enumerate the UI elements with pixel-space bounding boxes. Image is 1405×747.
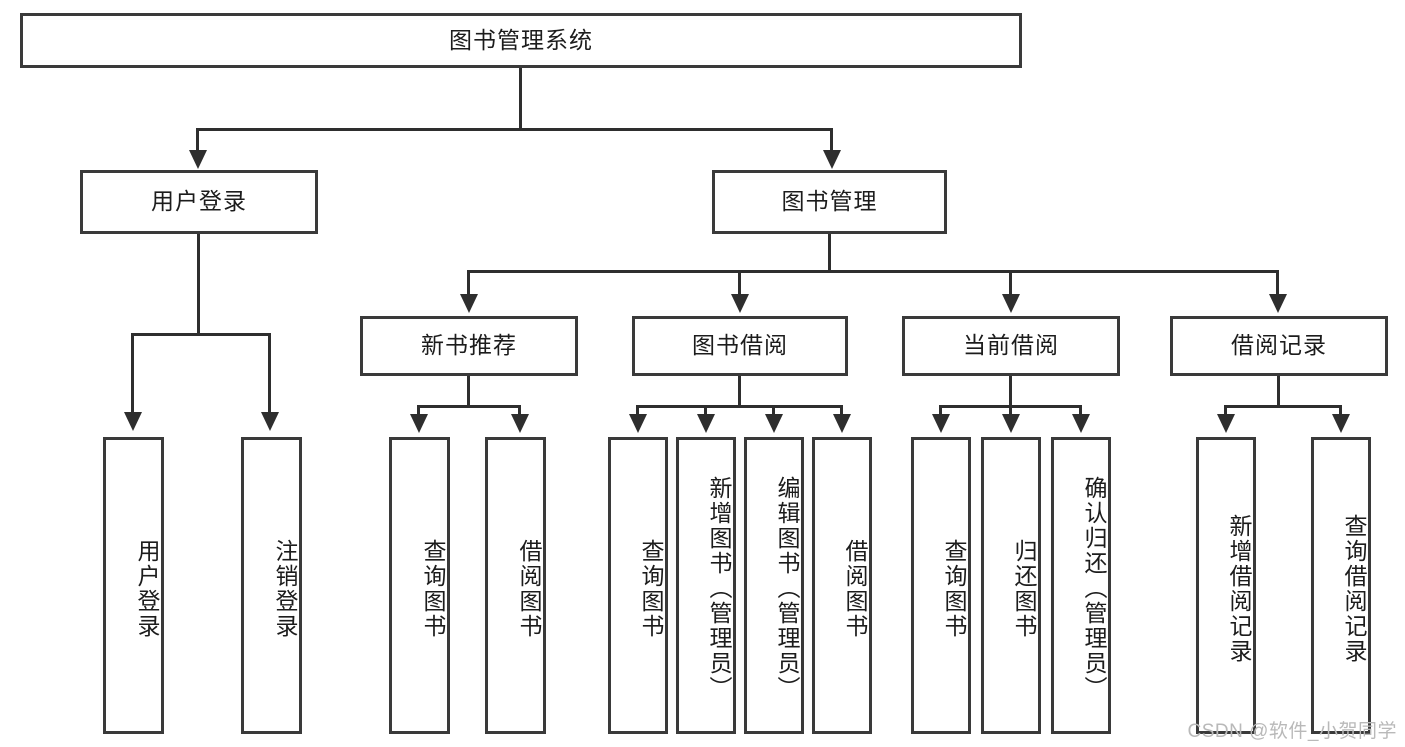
connector-bookmanage-to-borrowrecord (1276, 270, 1279, 298)
arrow-currentborrow-leaf1 (932, 414, 950, 433)
arrow-currentborrow-leaf3 (1072, 414, 1090, 433)
leaf-current-return-book-label: 归还图书 (1011, 538, 1037, 639)
connector-currentborrow-stem (1009, 376, 1012, 407)
watermark: CSDN @软件_小贺同学 (1187, 721, 1397, 742)
connector-bookmanage-bus (467, 270, 1279, 273)
leaf-record-query-borrow-record-label: 查询借阅记录 (1341, 513, 1367, 664)
arrow-borrowrecord-leaf2 (1332, 414, 1350, 433)
connector-borrowrecord-leaf1 (1224, 405, 1227, 417)
connector-currentborrow-leaf2 (1009, 405, 1012, 417)
connector-bookborrow-leaf2 (704, 405, 707, 417)
arrow-bookborrow-leaf3 (765, 414, 783, 433)
arrow-bookmanage-to-bookborrow (731, 294, 749, 313)
leaf-current-return-book[interactable]: 归还图书 (981, 437, 1041, 734)
arrow-newbook-leaf2 (511, 414, 529, 433)
leaf-logout-login[interactable]: 注销登录 (241, 437, 302, 734)
node-book-borrow[interactable]: 图书借阅 (632, 316, 848, 376)
leaf-record-query-borrow-record[interactable]: 查询借阅记录 (1311, 437, 1371, 734)
connector-currentborrow-leaf3 (1079, 405, 1082, 417)
leaf-borrow-add-book-admin[interactable]: 新增图书（管理员） (676, 437, 736, 734)
connector-userlogin-stem (197, 234, 200, 335)
node-borrow-record-label: 借阅记录 (1231, 332, 1327, 359)
connector-bookborrow-leaf4 (840, 405, 843, 417)
leaf-user-login-label: 用户登录 (134, 538, 160, 639)
connector-newbook-bus (417, 405, 521, 408)
connector-bookborrow-leaf1 (636, 405, 639, 417)
connector-borrowrecord-stem (1277, 376, 1280, 407)
connector-root-to-bookmanage (830, 128, 833, 154)
leaf-rec-borrow-book[interactable]: 借阅图书 (485, 437, 546, 734)
leaf-rec-query-book[interactable]: 查询图书 (389, 437, 450, 734)
arrow-bookborrow-leaf2 (697, 414, 715, 433)
connector-userlogin-leaf2 (268, 333, 271, 415)
connector-bookborrow-leaf3 (772, 405, 775, 417)
leaf-logout-login-label: 注销登录 (272, 538, 298, 639)
arrow-bookmanage-to-currentborrow (1002, 294, 1020, 313)
node-user-login[interactable]: 用户登录 (80, 170, 318, 234)
arrow-currentborrow-leaf2 (1002, 414, 1020, 433)
leaf-borrow-add-book-admin-label: 新增图书（管理员） (706, 476, 732, 701)
arrow-bookborrow-leaf4 (833, 414, 851, 433)
node-book-manage[interactable]: 图书管理 (712, 170, 947, 234)
leaf-borrow-query-book[interactable]: 查询图书 (608, 437, 668, 734)
node-root-system-label: 图书管理系统 (449, 26, 593, 53)
leaf-borrow-edit-book-admin[interactable]: 编辑图书（管理员） (744, 437, 804, 734)
arrow-userlogin-leaf2 (261, 412, 279, 431)
arrow-newbook-leaf1 (410, 414, 428, 433)
connector-root-bus (196, 128, 833, 131)
leaf-borrow-query-book-label: 查询图书 (638, 538, 664, 639)
node-current-borrow[interactable]: 当前借阅 (902, 316, 1120, 376)
leaf-current-confirm-return-admin-label: 确认归还（管理员） (1081, 476, 1107, 701)
node-current-borrow-label: 当前借阅 (963, 332, 1059, 359)
leaf-rec-query-book-label: 查询图书 (420, 538, 446, 639)
connector-borrowrecord-leaf2 (1339, 405, 1342, 417)
arrow-root-to-bookmanage (823, 150, 841, 169)
node-new-book-recommend-label: 新书推荐 (421, 332, 517, 359)
connector-bookmanage-stem (828, 234, 831, 272)
leaf-user-login[interactable]: 用户登录 (103, 437, 164, 734)
connector-bookmanage-to-bookborrow (738, 270, 741, 298)
leaf-current-query-book[interactable]: 查询图书 (911, 437, 971, 734)
connector-userlogin-bus (131, 333, 270, 336)
connector-userlogin-leaf1 (131, 333, 134, 415)
leaf-current-query-book-label: 查询图书 (941, 538, 967, 639)
node-book-manage-label: 图书管理 (781, 188, 878, 215)
leaf-rec-borrow-book-label: 借阅图书 (516, 538, 542, 639)
connector-bookborrow-bus (636, 405, 843, 408)
connector-bookmanage-to-newbook (467, 270, 470, 298)
node-user-login-label: 用户登录 (151, 188, 247, 215)
arrow-root-to-userlogin (189, 150, 207, 169)
node-borrow-record[interactable]: 借阅记录 (1170, 316, 1388, 376)
arrow-bookborrow-leaf1 (629, 414, 647, 433)
arrow-userlogin-leaf1 (124, 412, 142, 431)
connector-root-to-userlogin (196, 128, 199, 154)
connector-newbook-leaf2 (518, 405, 521, 417)
connector-root-stem (519, 68, 522, 130)
leaf-borrow-borrow-book[interactable]: 借阅图书 (812, 437, 872, 734)
arrow-bookmanage-to-newbook (460, 294, 478, 313)
node-root-system[interactable]: 图书管理系统 (20, 13, 1022, 68)
leaf-record-add-borrow-record[interactable]: 新增借阅记录 (1196, 437, 1256, 734)
leaf-borrow-edit-book-admin-label: 编辑图书（管理员） (774, 476, 800, 701)
connector-newbook-stem (467, 376, 470, 407)
arrow-borrowrecord-leaf1 (1217, 414, 1235, 433)
connector-currentborrow-leaf1 (939, 405, 942, 417)
node-book-borrow-label: 图书借阅 (692, 332, 788, 359)
leaf-borrow-borrow-book-label: 借阅图书 (842, 538, 868, 639)
connector-newbook-leaf1 (417, 405, 420, 417)
connector-borrowrecord-bus (1224, 405, 1341, 408)
arrow-bookmanage-to-borrowrecord (1269, 294, 1287, 313)
leaf-current-confirm-return-admin[interactable]: 确认归还（管理员） (1051, 437, 1111, 734)
connector-bookmanage-to-currentborrow (1009, 270, 1012, 298)
connector-bookborrow-stem (738, 376, 741, 407)
node-new-book-recommend[interactable]: 新书推荐 (360, 316, 578, 376)
leaf-record-add-borrow-record-label: 新增借阅记录 (1226, 513, 1252, 664)
